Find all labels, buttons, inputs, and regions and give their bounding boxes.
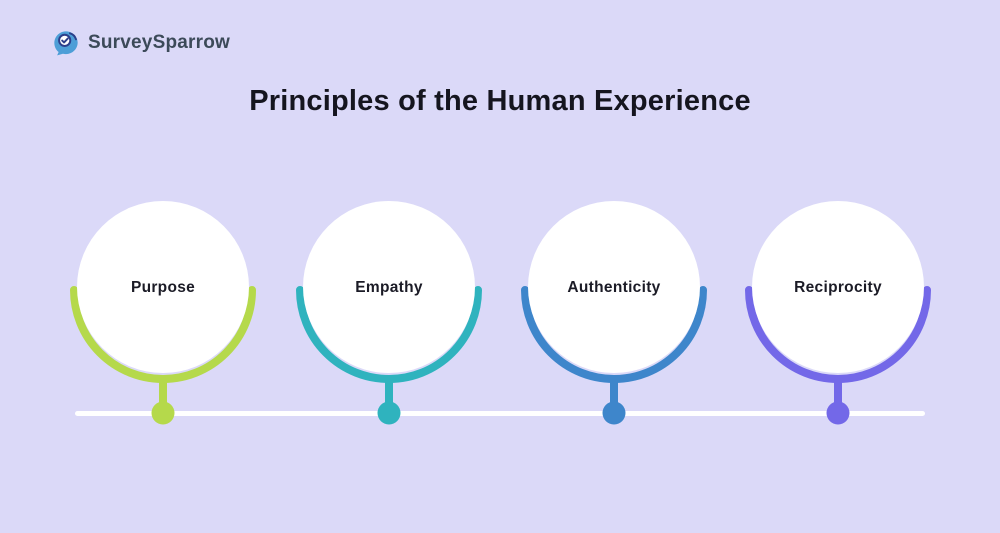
item-dot — [377, 401, 401, 425]
page-title: Principles of the Human Experience — [249, 85, 751, 117]
timeline-baseline — [75, 411, 925, 416]
surveysparrow-logo: SurveySparrow — [52, 29, 230, 57]
timeline-item-purpose: Purpose — [53, 190, 273, 430]
wing-swoosh-shape — [68, 32, 77, 41]
item-label: Purpose — [131, 279, 195, 296]
brand-name: SurveySparrow — [88, 32, 230, 53]
item-label: Reciprocity — [794, 279, 882, 296]
item-bubble — [752, 201, 924, 373]
surveysparrow-bird-icon — [54, 31, 78, 56]
timeline-item-authenticity: Authenticity — [504, 190, 724, 430]
checkmark-shape — [61, 37, 69, 44]
item-dot — [826, 401, 850, 425]
timeline-item-empathy: Empathy — [279, 190, 499, 430]
item-label: Empathy — [355, 279, 423, 296]
item-dot — [151, 401, 175, 425]
item-dot — [602, 401, 626, 425]
item-bubble — [303, 201, 475, 373]
item-bubble — [77, 201, 249, 373]
timeline-item-reciprocity: Reciprocity — [728, 190, 948, 430]
item-bubble — [528, 201, 700, 373]
item-label: Authenticity — [567, 279, 660, 296]
